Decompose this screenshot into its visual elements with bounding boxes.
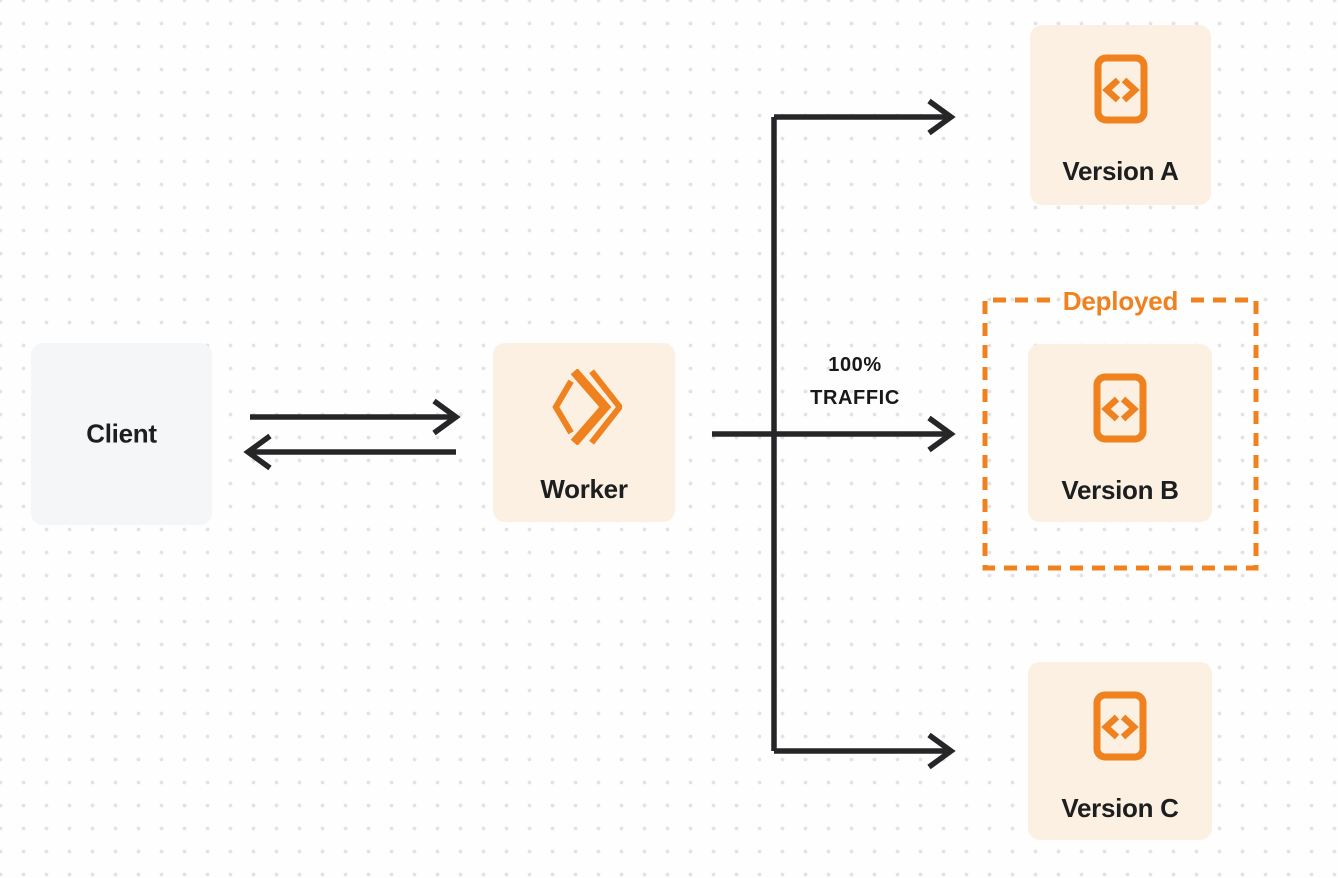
workers-logo-icon	[552, 369, 622, 445]
traffic-edge-label-line1: 100%	[828, 354, 882, 376]
worker-node-label: Worker	[540, 474, 628, 504]
response-arrow	[243, 433, 456, 471]
version-a-node: Version A	[1030, 25, 1211, 205]
code-file-icon	[1093, 373, 1147, 443]
client-node-label: Client	[86, 418, 157, 449]
request-arrow	[250, 398, 461, 436]
client-node: Client	[31, 343, 212, 525]
arrow-to-version-b	[712, 415, 956, 453]
traffic-edge-label: 100% TRAFFIC	[780, 349, 930, 415]
version-b-node-label: Version B	[1061, 475, 1179, 505]
code-file-icon	[1093, 691, 1147, 761]
arrow-to-version-c	[774, 732, 956, 770]
arrow-to-version-a	[774, 98, 956, 136]
worker-node: Worker	[493, 343, 675, 522]
code-file-icon	[1094, 54, 1147, 124]
version-a-node-label: Version A	[1062, 156, 1179, 186]
version-b-node: Version B	[1028, 344, 1212, 522]
version-c-node-label: Version C	[1061, 793, 1179, 823]
version-c-node: Version C	[1028, 662, 1212, 840]
traffic-edge-label-line2: TRAFFIC	[810, 387, 900, 409]
deployed-label: Deployed	[1062, 286, 1179, 316]
